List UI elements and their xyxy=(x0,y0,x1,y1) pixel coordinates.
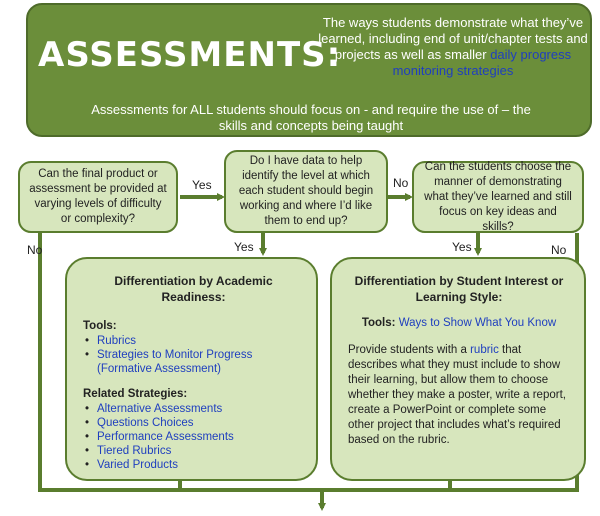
label-yes-q3: Yes xyxy=(452,240,472,254)
readiness-related-heading: Related Strategies: xyxy=(83,388,188,400)
interest-body-suffix: that describes what they must include to… xyxy=(348,344,566,446)
question-box-2: Do I have data to help identify the leve… xyxy=(224,150,388,233)
strategy-link-alternative-assessments[interactable]: Alternative Assessments xyxy=(83,402,304,416)
readiness-title: Differentiation by Academic Readiness: xyxy=(114,274,273,304)
tool-link-rubrics[interactable]: Rubrics xyxy=(83,334,304,348)
question-1-text: Can the final product or assessment be p… xyxy=(29,168,167,225)
header-subtitle: Assessments for ALL students should focu… xyxy=(91,102,531,133)
interest-body: Provide students with a rubric that desc… xyxy=(348,343,570,448)
strategy-link-performance-assessments[interactable]: Performance Assessments xyxy=(83,430,304,444)
question-2-text: Do I have data to help identify the leve… xyxy=(238,155,374,227)
interest-title: Differentiation by Student Interest or L… xyxy=(354,274,564,304)
interest-tools-line: Tools: Ways to Show What You Know xyxy=(348,317,570,329)
page-title: ASSESSMENTS: xyxy=(38,35,342,75)
label-yes-q1: Yes xyxy=(192,178,212,192)
tool-link-monitor-progress[interactable]: Strategies to Monitor Progress (Formativ… xyxy=(83,348,304,376)
strategy-link-questions-choices[interactable]: Questions Choices xyxy=(83,416,304,430)
label-no-q2: No xyxy=(393,176,409,190)
rubric-link[interactable]: rubric xyxy=(470,344,499,356)
header-panel: ASSESSMENTS: The ways students demonstra… xyxy=(26,3,592,137)
readiness-related-list: Alternative Assessments Questions Choice… xyxy=(83,402,304,472)
interest-tools-heading: Tools: xyxy=(361,317,396,329)
question-box-1: Can the final product or assessment be p… xyxy=(18,161,178,233)
daily-progress-link[interactable]: daily progress monitoring strategies xyxy=(392,47,572,78)
strategy-link-varied-products[interactable]: Varied Products xyxy=(83,458,304,472)
interest-box: Differentiation by Student Interest or L… xyxy=(330,257,586,481)
label-no-q3: No xyxy=(551,243,567,257)
readiness-box: Differentiation by Academic Readiness: T… xyxy=(65,257,318,481)
readiness-tools-list: Rubrics Strategies to Monitor Progress (… xyxy=(83,334,304,376)
question-3-text: Can the students choose the manner of de… xyxy=(424,160,572,233)
interest-body-prefix: Provide students with a xyxy=(348,344,471,356)
header-description: The ways students demonstrate what they’… xyxy=(318,15,588,79)
question-box-3: Can the students choose the manner of de… xyxy=(412,161,584,233)
label-no-q1: No xyxy=(27,243,43,257)
readiness-tools-heading: Tools: xyxy=(83,320,117,332)
ways-to-show-link[interactable]: Ways to Show What You Know xyxy=(398,317,557,329)
header-description-text: The ways students demonstrate what they’… xyxy=(318,15,588,62)
label-yes-q2: Yes xyxy=(234,240,254,254)
strategy-link-tiered-rubrics[interactable]: Tiered Rubrics xyxy=(83,444,304,458)
line-q1-no xyxy=(38,233,322,492)
